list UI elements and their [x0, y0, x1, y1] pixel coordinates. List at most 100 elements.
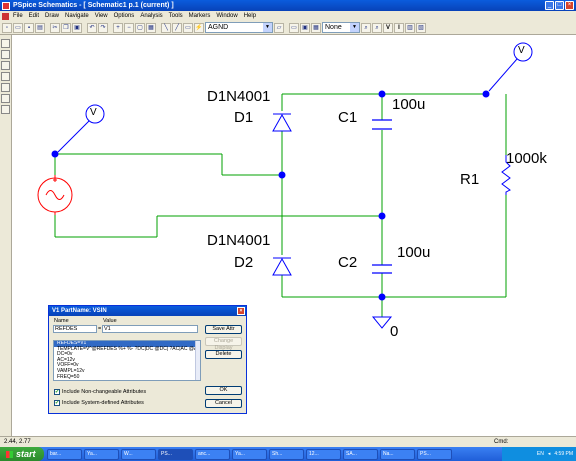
menu-edit[interactable]: Edit: [28, 13, 40, 19]
voltage-probe-left[interactable]: [57, 104, 105, 153]
print-icon[interactable]: ▤: [35, 22, 45, 33]
dialog-close-button[interactable]: ×: [237, 307, 245, 315]
voltage-marker-button[interactable]: V: [383, 22, 393, 33]
setup-analysis-icon[interactable]: ▭: [289, 22, 299, 33]
list-scrollbar[interactable]: [195, 341, 200, 380]
cut-icon[interactable]: ✂: [50, 22, 60, 33]
menu-view[interactable]: View: [94, 13, 108, 19]
taskbar-item[interactable]: Sh...: [269, 448, 304, 460]
menu-window[interactable]: Window: [216, 13, 238, 19]
taskbar-item[interactable]: PS...: [417, 448, 452, 460]
attribute-list[interactable]: REFDES=V1 TEMPLATE=V^@REFDES %+ %- ?DC|D…: [53, 340, 201, 381]
paste-icon[interactable]: ▣: [72, 22, 82, 33]
document-icon[interactable]: [2, 12, 9, 20]
pointer-icon[interactable]: [1, 39, 10, 48]
new-file-icon[interactable]: ▫: [2, 22, 12, 33]
undo-icon[interactable]: ↶: [87, 22, 97, 33]
list-item[interactable]: FREQ=50: [57, 373, 80, 380]
list-item[interactable]: AC=12v: [57, 356, 75, 363]
list-item[interactable]: VOFF=0v: [57, 362, 79, 369]
close-button[interactable]: ×: [565, 1, 574, 10]
display-style-combo[interactable]: None ▼: [322, 22, 360, 33]
list-item[interactable]: TEMPLATE=V^@REFDES %+ %- ?DC|DC @DC| ?AC…: [57, 345, 201, 352]
draw-bus-icon[interactable]: ╱: [172, 22, 182, 33]
c2-refdes-label[interactable]: C2: [338, 254, 358, 271]
save-icon[interactable]: ▪: [24, 22, 34, 33]
capacitor-c2-symbol[interactable]: [372, 264, 392, 274]
menu-help[interactable]: Help: [243, 13, 257, 19]
r1-refdes-label[interactable]: R1: [460, 171, 480, 188]
vsin-source-symbol[interactable]: [37, 175, 73, 215]
taskbar-item[interactable]: bar...: [47, 448, 82, 460]
draw-text-icon[interactable]: [1, 94, 10, 103]
minimize-button[interactable]: _: [545, 1, 554, 10]
d2-model-label[interactable]: D1N4001: [207, 232, 271, 249]
draw-block-icon[interactable]: ▭: [183, 22, 193, 33]
menu-markers[interactable]: Markers: [188, 13, 211, 19]
open-folder-icon[interactable]: ▭: [13, 22, 23, 33]
start-button[interactable]: start: [0, 447, 44, 461]
delete-button[interactable]: Delete: [205, 350, 242, 359]
search-icon[interactable]: ⌕: [372, 22, 382, 33]
d2-refdes-label[interactable]: D2: [234, 254, 254, 271]
diode-d1-symbol[interactable]: [272, 113, 292, 132]
resistor-r1-symbol[interactable]: [501, 155, 511, 195]
zoom-in-icon[interactable]: +: [113, 22, 123, 33]
list-item[interactable]: REFDES=V1: [54, 341, 200, 347]
zoom-area-icon[interactable]: ▢: [135, 22, 145, 33]
d1-model-label[interactable]: D1N4001: [207, 88, 271, 105]
probe-icon[interactable]: ▦: [311, 22, 321, 33]
c1-value-label[interactable]: 100u: [392, 96, 426, 113]
speaker-icon[interactable]: ◂: [547, 451, 551, 457]
taskbar-item[interactable]: W...: [121, 448, 156, 460]
maximize-button[interactable]: □: [555, 1, 564, 10]
chevron-down-icon[interactable]: ▼: [263, 23, 272, 32]
insert-picture-icon[interactable]: [1, 105, 10, 114]
edit-symbol-icon[interactable]: ▱: [274, 22, 284, 33]
taskbar-item[interactable]: PS...: [158, 448, 193, 460]
non-changeable-checkbox[interactable]: ✔: [54, 389, 60, 395]
zoom-out-icon[interactable]: −: [124, 22, 134, 33]
taskbar-item[interactable]: Na...: [380, 448, 415, 460]
change-display-button[interactable]: Change Display: [205, 337, 242, 351]
save-attr-button[interactable]: Save Attr: [205, 325, 242, 334]
draw-circle-icon[interactable]: [1, 61, 10, 70]
menu-draw[interactable]: Draw: [45, 13, 60, 19]
c2-value-label[interactable]: 100u: [397, 244, 431, 261]
chevron-down-icon[interactable]: ▼: [350, 23, 359, 32]
list-item[interactable]: VAMPL=12v: [57, 367, 85, 374]
capacitor-c1-symbol[interactable]: [372, 119, 392, 130]
language-indicator[interactable]: EN: [536, 451, 544, 457]
menu-tools[interactable]: Tools: [168, 13, 183, 19]
zoom-fit-icon[interactable]: ▦: [146, 22, 156, 33]
draw-polyline-icon[interactable]: [1, 83, 10, 92]
taskbar-item[interactable]: SA...: [343, 448, 378, 460]
diode-d2-symbol[interactable]: [272, 257, 292, 276]
taskbar-item[interactable]: Ya...: [232, 448, 267, 460]
menu-navigate[interactable]: Navigate: [65, 13, 89, 19]
zoom-tool-icon[interactable]: ⌕: [361, 22, 371, 33]
voltage-probe-right[interactable]: [488, 42, 533, 92]
bias-display-icon[interactable]: ▧: [416, 22, 426, 33]
part-name-combo[interactable]: AGND ▼: [205, 22, 273, 33]
current-marker-button[interactable]: I: [394, 22, 404, 33]
taskbar-item[interactable]: Ya...: [84, 448, 119, 460]
c1-refdes-label[interactable]: C1: [338, 109, 358, 126]
menu-options[interactable]: Options: [113, 13, 135, 19]
ground-symbol[interactable]: [371, 316, 393, 329]
menu-file[interactable]: File: [13, 13, 23, 19]
taskbar-item[interactable]: anc...: [195, 448, 230, 460]
system-defined-checkbox[interactable]: ✔: [54, 400, 60, 406]
draw-arc-icon[interactable]: [1, 50, 10, 59]
d1-refdes-label[interactable]: D1: [234, 109, 254, 126]
menu-analysis[interactable]: Analysis: [140, 13, 163, 19]
ok-button[interactable]: OK: [205, 386, 242, 395]
cancel-button[interactable]: Cancel: [205, 399, 242, 408]
draw-box-icon[interactable]: [1, 72, 10, 81]
simulate-icon[interactable]: ▣: [300, 22, 310, 33]
attribute-value-field[interactable]: V1: [102, 325, 198, 333]
get-part-icon[interactable]: ⚡: [194, 22, 204, 33]
draw-wire-icon[interactable]: ╲: [161, 22, 171, 33]
marker-tool-icon[interactable]: ▥: [405, 22, 415, 33]
r1-value-label[interactable]: 1000k: [506, 150, 547, 167]
